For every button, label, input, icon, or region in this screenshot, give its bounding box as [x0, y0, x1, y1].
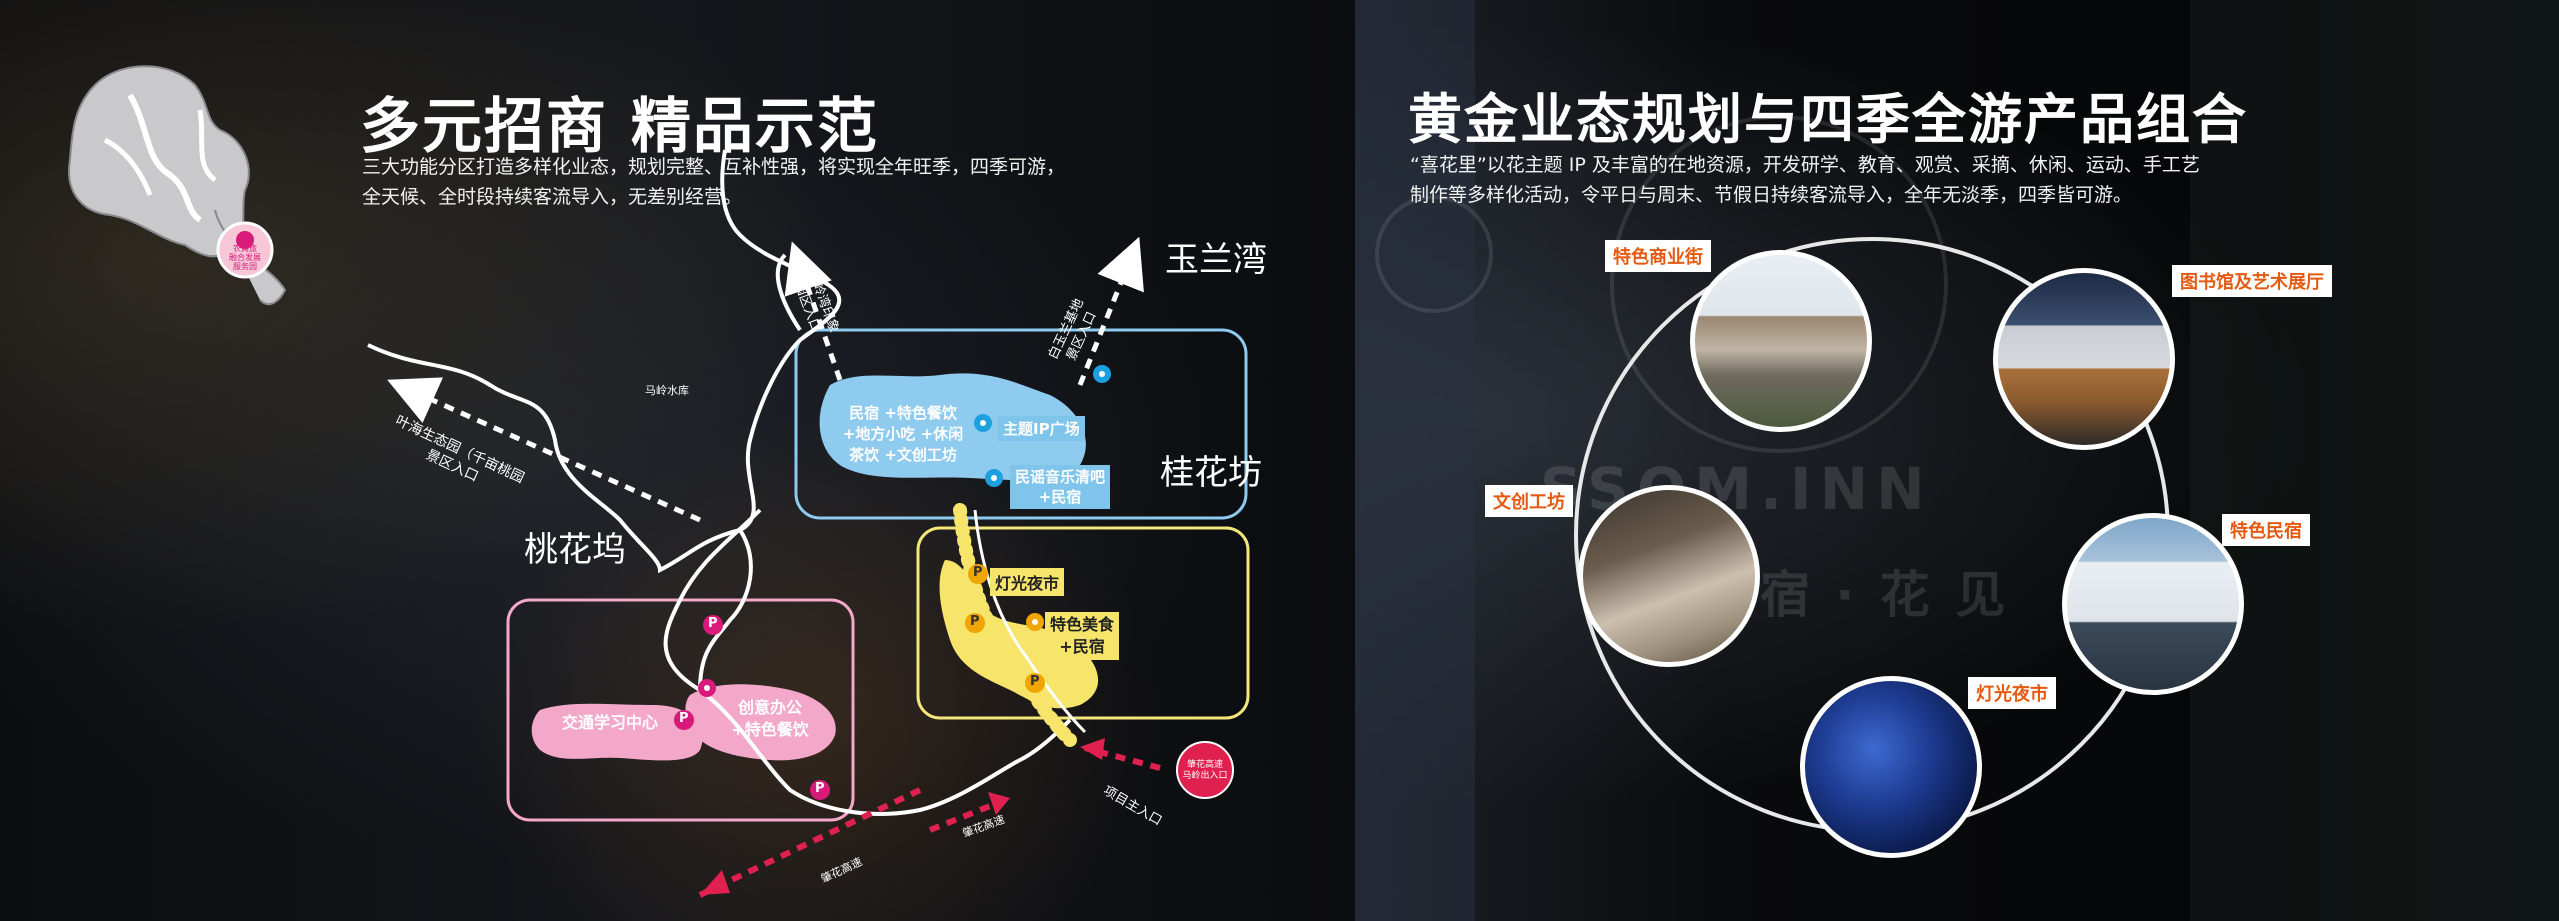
parking-pin-3: [810, 780, 830, 800]
locator-road: [127, 93, 202, 223]
label-malingshuiku: 马岭水库: [645, 384, 689, 397]
locator-map: [68, 65, 287, 306]
pin-blue-1: [1093, 365, 1111, 383]
learning-center-label: 交通学习中心: [562, 713, 659, 732]
zone-label-guihuafang: 桂花坊: [1160, 453, 1262, 493]
highway-route-west: [698, 787, 922, 898]
photo-light-night-market: [1800, 676, 1982, 858]
highway-route-east-head: [988, 792, 1010, 815]
parking-pin-1: [703, 615, 723, 635]
learning-center-area: [531, 703, 703, 761]
tag-special-food: 特色美食 +民宿: [1045, 612, 1120, 660]
pin-pink-1: [698, 679, 716, 697]
south-road: [663, 508, 1072, 816]
label-highway-exit-line-2: 马岭出入口: [1182, 771, 1228, 781]
watermark-ring-small: [1375, 195, 1493, 313]
night-market-corridor-edge: [973, 509, 1087, 734]
parking-pin-5: [965, 613, 985, 633]
highway-route-west-head: [700, 870, 730, 895]
photo-library-gallery: [1993, 268, 2175, 450]
north-spur: [775, 253, 802, 332]
creative-office-line-1: 创意办公: [737, 698, 802, 717]
pin-blue-2: [974, 414, 992, 432]
parking-glyph-3: P: [815, 781, 825, 796]
baiyulan-entrance-arrow: [1077, 236, 1144, 386]
right-panel-stripe: [1355, 0, 1475, 921]
night-market-zone-box: [916, 526, 1250, 720]
tag-folk-music-bar: 民谣音乐清吧 +民宿: [1010, 465, 1111, 509]
tag-theme-ip-plaza: 主题IP广场: [998, 416, 1085, 441]
guihuafang-area: [819, 373, 1086, 481]
right-description-line-1: “喜花里”以花主题 IP 及丰富的在地资源，开发研学、教育、观赏、采摘、休闲、运…: [1410, 154, 2200, 176]
right-description-line-2: 制作等多样化活动，令平日与周末、节假日持续客流导入，全年无淡季，四季皆可游。: [1410, 184, 2133, 206]
highway-route-east: [928, 797, 1007, 833]
label-craft-workshop: 文创工坊: [1485, 485, 1573, 517]
highway-exit-badge: [1176, 741, 1234, 799]
left-description: 三大功能分区打造多样化业态，规划完整、互补性强，将实现全年旺季，四季可游， 全天…: [362, 152, 1182, 212]
zone-label-taohuawu: 桃花坞: [524, 530, 626, 570]
parking-glyph-2: P: [679, 711, 689, 726]
parking-glyph-6: P: [1030, 674, 1040, 689]
main-entrance-route-head: [1080, 738, 1105, 760]
photo-boutique-inn: [2062, 513, 2244, 695]
label-highway-exit-line-1: 肇花高速: [1186, 760, 1223, 770]
guihuafang-text-line-2: +地方小吃 +休闲: [842, 425, 964, 443]
right-description: “喜花里”以花主题 IP 及丰富的在地资源，开发研学、教育、观赏、采摘、休闲、运…: [1410, 150, 2410, 210]
creative-office-label: 创意办公 +特色餐饮: [715, 697, 825, 741]
label-boutique-inn: 特色民宿: [2222, 514, 2310, 546]
parking-pin-6: [1025, 673, 1045, 693]
pin-yellow-1: [1026, 613, 1044, 631]
right-title: 黄金业态规划与四季全游产品组合: [1408, 88, 2248, 151]
photo-craft-workshop: [1578, 485, 1760, 667]
malingwan-entrance-arrow: [784, 241, 843, 381]
locator-badge-line-3: 服务园: [233, 262, 257, 271]
locator-road-2: [103, 137, 153, 196]
parking-pin-2: [674, 710, 694, 730]
label-light-night-market: 灯光夜市: [1968, 677, 2056, 709]
locator-badge: [216, 221, 274, 279]
tag-folk-music-line-1: 民谣音乐清吧: [1015, 468, 1106, 486]
creative-office-line-2: +特色餐饮: [731, 720, 809, 739]
parking-glyph-1: P: [708, 616, 718, 631]
zone-label-yulanwan: 玉兰湾: [1165, 240, 1267, 280]
tag-special-food-line-1: 特色美食: [1050, 615, 1115, 634]
left-title: 多元招商 精品示范: [360, 92, 879, 162]
parking-glyph-5: P: [970, 614, 980, 629]
night-market-area: [939, 560, 1099, 709]
parking-pin-4: [968, 564, 988, 584]
main-road: [367, 149, 842, 574]
watermark-text: SSOM.INN: [1540, 455, 1933, 523]
guihuafang-zone-box: [794, 328, 1248, 520]
locator-road-3: [197, 109, 217, 182]
parking-glyph-4: P: [973, 565, 983, 580]
watermark-cn: 宿 · 花 见: [1760, 566, 2010, 624]
night-market-corridor: [953, 503, 1077, 747]
locator-badge-label: 农商旅 融合发展 服务园: [224, 244, 266, 271]
creative-office-area: [685, 684, 836, 761]
label-library-gallery: 图书馆及艺术展厅: [2172, 265, 2332, 297]
tag-light-night-market: 灯光夜市: [990, 568, 1065, 596]
pin-blue-3: [985, 469, 1003, 487]
left-description-line-1: 三大功能分区打造多样化业态，规划完整、互补性强，将实现全年旺季，四季可游，: [362, 156, 1066, 178]
right-panel-grass-stripe: [2190, 0, 2559, 921]
tag-special-food-line-2: +民宿: [1059, 637, 1105, 656]
guihuafang-text-line-3: 茶饮 +文创工坊: [849, 446, 957, 464]
guihuafang-area-text: 民宿 +特色餐饮 +地方小吃 +休闲 茶饮 +文创工坊: [833, 403, 973, 466]
photo-commercial-street: [1690, 250, 1872, 432]
locator-badge-line-2: 融合发展: [229, 253, 261, 262]
left-description-line-2: 全天候、全时段持续客流导入，无差别经营。: [362, 186, 743, 208]
link-road: [698, 528, 753, 691]
tag-folk-music-line-2: +民宿: [1038, 488, 1082, 506]
site-map: [68, 65, 1250, 898]
locator-badge-dot: [236, 231, 254, 249]
guihuafang-text-line-1: 民宿 +特色餐饮: [849, 404, 957, 422]
label-commercial-street: 特色商业街: [1605, 240, 1711, 272]
main-entrance-route: [1084, 745, 1161, 771]
label-highway-exit: 肇花高速 马岭出入口: [1180, 760, 1230, 782]
locator-badge-line-1: 农商旅: [233, 244, 257, 253]
